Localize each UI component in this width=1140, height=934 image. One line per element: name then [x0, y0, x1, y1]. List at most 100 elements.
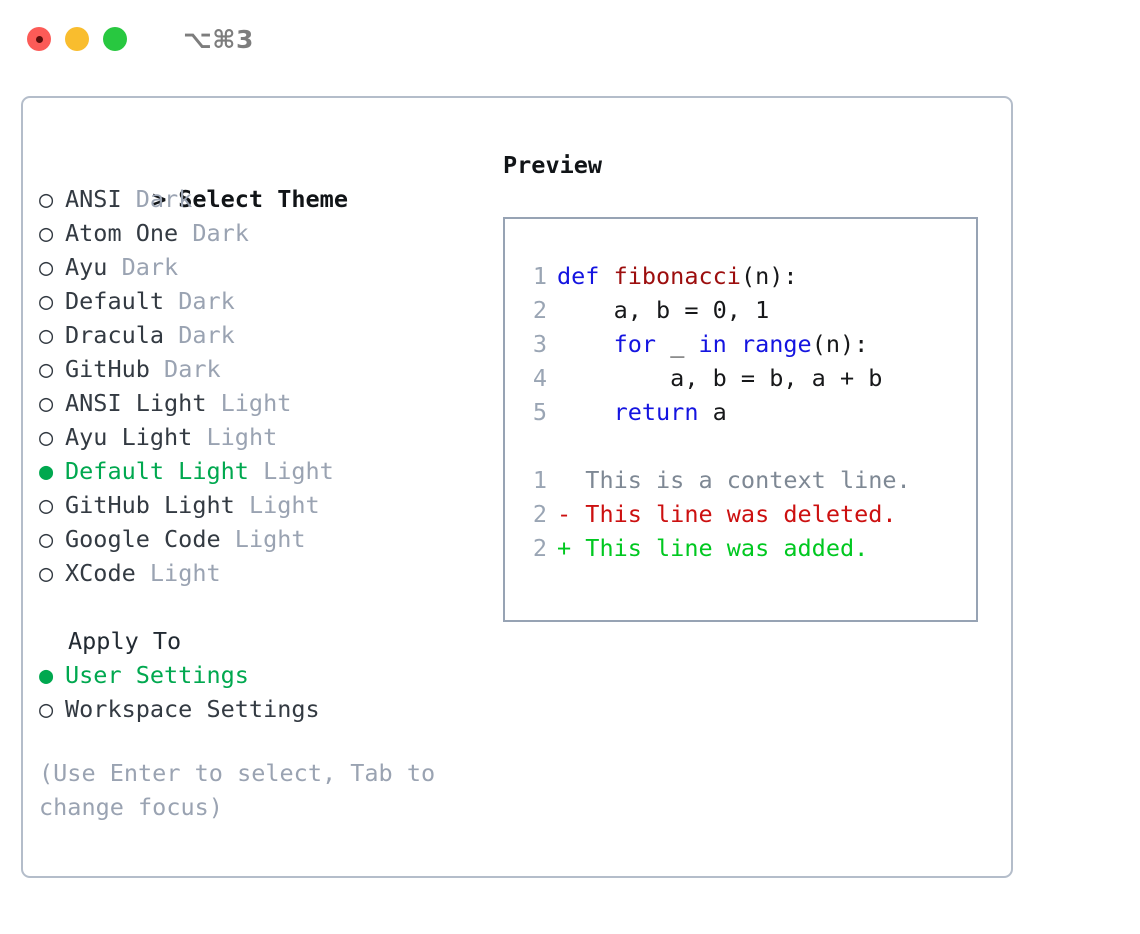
theme-variant-badge: Light [248, 491, 320, 519]
radio-unselected-icon: ○ [39, 491, 54, 519]
radio-unselected-icon: ○ [39, 695, 54, 723]
theme-list: ○ ANSI Dark ○ Atom One Dark ○ Ayu Dark ○ Defaul… [39, 182, 489, 590]
theme-list-item[interactable]: ○ ANSI Dark [39, 182, 489, 216]
code-token: _ [670, 330, 699, 358]
code-token: a, b = 0, 1 [557, 296, 770, 324]
code-diff-spacer [517, 429, 972, 463]
minimize-button[interactable] [65, 27, 89, 51]
theme-list-item[interactable]: ○Google Code Light [39, 522, 489, 556]
theme-name: Dracula [65, 321, 165, 349]
code-token: range [740, 330, 812, 358]
theme-list-item[interactable]: ○ GitHub Light Light [39, 488, 489, 522]
theme-name: GitHub [65, 355, 150, 383]
diff-line: 2 + This line was added. [517, 531, 972, 565]
code-token: a, b = b, a + b [557, 364, 883, 392]
code-token: return [613, 398, 713, 426]
theme-list-item[interactable]: ○ Dracula Dark [39, 318, 489, 352]
diff-sample: 1 This is a context line.2- This line wa… [517, 463, 972, 565]
code-token [557, 330, 614, 358]
line-number: 1 [532, 262, 547, 290]
theme-name: XCode [65, 559, 136, 587]
window-controls [27, 27, 127, 51]
radio-unselected-icon: ○ [39, 287, 54, 315]
cursor-marker: > [152, 185, 167, 213]
code-token: (n): [811, 330, 869, 358]
theme-list-item[interactable]: ●Default Light Light [39, 454, 489, 488]
theme-name: Atom One [65, 219, 179, 247]
radio-selected-icon: ● [39, 661, 54, 689]
preview-title: Preview [503, 151, 603, 179]
title-bar: ⌥⌘3 [0, 0, 1140, 78]
select-theme-header-label: Select Theme [178, 185, 348, 213]
radio-unselected-icon: ○ [39, 559, 54, 587]
code-token: in [698, 330, 741, 358]
theme-list-item[interactable]: ○ XCode Light [39, 556, 489, 590]
theme-name: Ayu [65, 253, 108, 281]
apply-to-header: Apply To [68, 627, 182, 655]
code-token: def [557, 262, 614, 290]
theme-variant-badge: Dark [121, 253, 179, 281]
line-number: 3 [532, 330, 547, 358]
code-line: 4 a, b = b, a + b [517, 361, 972, 395]
code-token [557, 398, 614, 426]
select-theme-header: > Select Theme [39, 148, 489, 213]
theme-list-item[interactable]: ○Default Dark [39, 284, 489, 318]
line-number: 5 [532, 398, 547, 426]
code-token: for [613, 330, 671, 358]
radio-unselected-icon: ○ [39, 321, 54, 349]
theme-selection-column: >Select Theme ○ANSI Dark○Atom One Dark○A… [39, 148, 489, 824]
line-number: 2 [532, 296, 547, 324]
keyboard-hint: (Use Enter to select, Tab to change focu… [39, 759, 450, 821]
keyboard-shortcut-label: ⌥⌘3 [183, 24, 254, 54]
code-line: 1 def fibonacci(n): [517, 259, 972, 293]
theme-variant-badge: Dark [135, 185, 193, 213]
theme-variant-badge: Light [263, 457, 334, 485]
theme-list-item[interactable]: ○ Atom One Dark [39, 216, 489, 250]
zoom-button[interactable] [103, 27, 127, 51]
apply-to-item[interactable]: ● User Settings [39, 658, 489, 692]
theme-name: GitHub Light [65, 491, 235, 519]
theme-variant-badge: Dark [178, 321, 235, 349]
close-button[interactable] [27, 27, 51, 51]
apply-to-item[interactable]: ○ Workspace Settings [39, 692, 489, 726]
theme-list-item[interactable]: ○Ayu Light Light [39, 420, 489, 454]
theme-list-item[interactable]: ○ GitHub Dark [39, 352, 489, 386]
code-line: 3 for _ in range(n): [517, 327, 972, 361]
theme-variant-badge: Dark [192, 219, 249, 247]
theme-list-item[interactable]: ○ Ayu Dark [39, 250, 489, 284]
line-number: 2 [532, 500, 547, 528]
apply-to-label: Workspace Settings [65, 695, 320, 723]
theme-list-item[interactable]: ○ANSI Light Light [39, 386, 489, 420]
apply-to-list: ● User Settings ○ Workspace Settings [39, 658, 489, 726]
radio-unselected-icon: ○ [39, 423, 54, 451]
code-token: a [712, 398, 727, 426]
theme-name: ANSI [65, 185, 122, 213]
code-token: (n): [740, 262, 798, 290]
theme-variant-badge: Light [149, 559, 221, 587]
radio-selected-icon: ● [39, 457, 54, 485]
code-line: 5 return a [517, 395, 972, 429]
theme-name: Google Code [65, 525, 221, 553]
radio-unselected-icon: ○ [39, 219, 54, 247]
theme-name: Default [65, 287, 165, 315]
radio-unselected-icon: ○ [39, 253, 54, 281]
radio-unselected-icon: ○ [39, 355, 54, 383]
radio-unselected-icon: ○ [39, 525, 54, 553]
radio-unselected-icon: ○ [39, 389, 54, 417]
theme-variant-badge: Dark [164, 355, 221, 383]
apply-to-label: User Settings [65, 661, 249, 689]
code-token: fibonacci [613, 262, 741, 290]
main-panel: >Select Theme ○ANSI Dark○Atom One Dark○A… [21, 96, 1013, 878]
diff-line: 2- This line was deleted. [517, 497, 972, 531]
list-spacer [39, 590, 489, 624]
theme-name: ANSI Light [65, 389, 207, 417]
radio-unselected-icon: ○ [39, 185, 54, 213]
code-line: 2 a, b = 0, 1 [517, 293, 972, 327]
diff-line-text: + This line was added. [557, 534, 869, 562]
line-number: 2 [532, 534, 547, 562]
line-number: 4 [532, 364, 547, 392]
